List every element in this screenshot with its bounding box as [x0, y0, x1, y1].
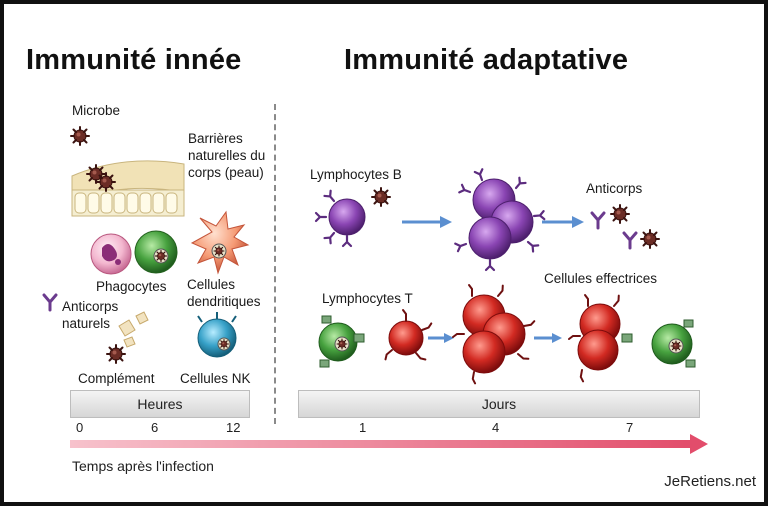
dendritic-cells-label: Cellules dendritiques: [187, 277, 261, 309]
arrow-icon: [428, 333, 454, 343]
day-tick: 4: [492, 420, 500, 435]
arrow-icon: [534, 333, 562, 343]
b-cell-icon: [454, 168, 546, 272]
complement-icon: [118, 311, 149, 348]
days-bar: Jours: [298, 390, 700, 418]
barriers-label: Barrières naturelles du corps (peau): [188, 131, 266, 180]
arrow-icon: [542, 216, 584, 228]
hour-tick: 0: [76, 420, 84, 435]
hour-tick: 6: [151, 420, 159, 435]
time-axis-arrow: [70, 434, 708, 454]
day-tick: 1: [359, 420, 367, 435]
microbe-icon: [610, 204, 630, 224]
t-lymphocytes-label: Lymphocytes T: [322, 291, 413, 306]
section-divider: [274, 104, 276, 424]
microbe-icon: [70, 126, 90, 146]
antibody-icon: [622, 231, 638, 250]
day-tick: 7: [626, 420, 634, 435]
microbe-icon: [371, 187, 391, 207]
antibody-icon: [42, 293, 58, 312]
t-cell-icon: [452, 284, 536, 385]
natural-antibodies-label: Anticorps naturels: [62, 299, 119, 331]
complement-label: Complément: [78, 371, 155, 386]
hours-bar: Heures: [70, 390, 250, 418]
phagocyte-icon: [90, 233, 132, 275]
t-cell-icon: [621, 319, 696, 368]
phagocyte-icon: [134, 230, 178, 274]
t-cell-icon: [318, 315, 365, 368]
phagocytes-label: Phagocytes: [96, 279, 167, 294]
adaptive-immunity-title: Immunité adaptative: [344, 44, 629, 76]
microbe-icon: [106, 344, 126, 364]
t-cell-icon: [568, 294, 623, 383]
time-axis-label: Temps après l'infection: [72, 458, 214, 474]
antibodies-label: Anticorps: [586, 181, 643, 196]
skin-barrier-icon: [71, 160, 185, 217]
nk-cells-label: Cellules NK: [180, 371, 251, 386]
nk-cell-icon: [197, 312, 237, 358]
dendritic-cell-icon: [190, 210, 250, 275]
arrow-icon: [402, 216, 452, 228]
antibody-icon: [590, 211, 606, 230]
innate-immunity-title: Immunité innée: [26, 44, 242, 76]
b-cell-icon: [314, 189, 366, 248]
diagram-illustration: [42, 126, 708, 454]
hour-tick: 12: [226, 420, 241, 435]
site-watermark: JeRetiens.net: [664, 473, 756, 490]
b-lymphocytes-label: Lymphocytes B: [310, 167, 402, 182]
effector-cells-label: Cellules effectrices: [544, 271, 658, 286]
microbe-icon: [96, 172, 116, 192]
t-cell-icon: [382, 309, 434, 363]
microbe-icon: [640, 229, 660, 249]
microbe-label: Microbe: [72, 103, 121, 118]
